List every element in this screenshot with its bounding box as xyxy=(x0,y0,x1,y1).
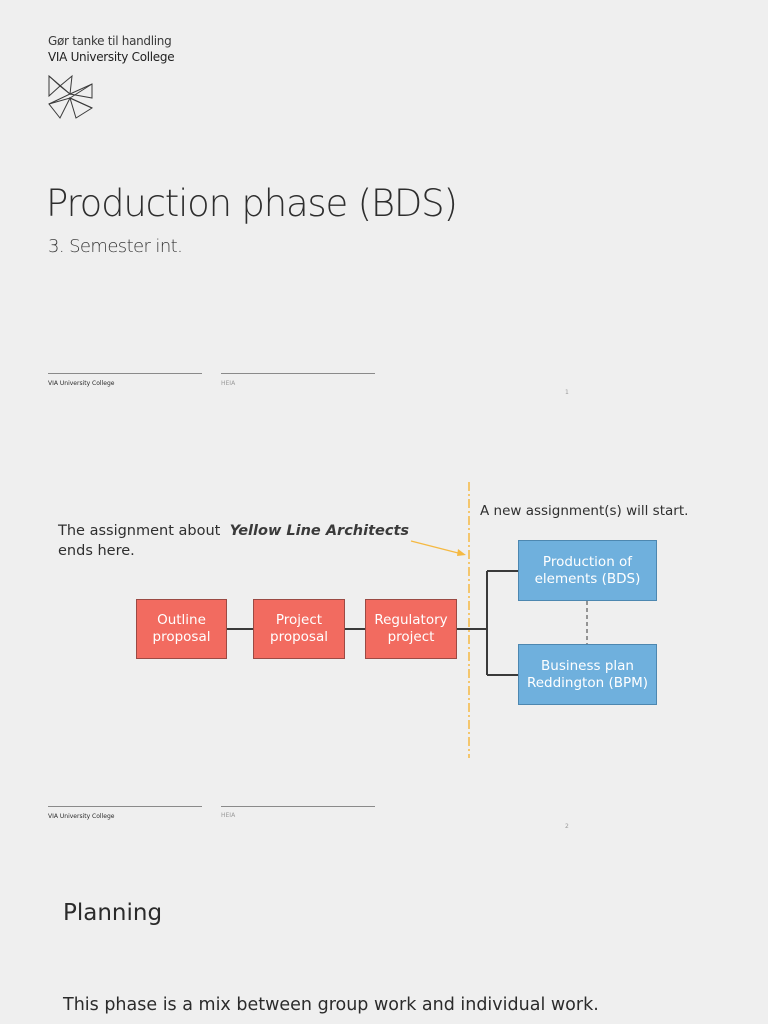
slide-subtitle: 3. Semester int. xyxy=(48,236,183,257)
page-number: 1 xyxy=(565,389,569,396)
footer-brand: VIA University College xyxy=(48,380,115,387)
page-number-2: 2 xyxy=(565,823,569,830)
brand-name: VIA University College xyxy=(48,50,175,64)
annotation-arrowhead xyxy=(457,549,466,556)
box-business-plan: Business plan Reddington (BPM) xyxy=(518,644,657,705)
annotation-arrow xyxy=(410,540,463,555)
assignment-suffix: ends here. xyxy=(58,543,135,559)
assignment-note: The assignment about Yellow Line Archite… xyxy=(58,521,409,561)
footer-dept-2: HEIA xyxy=(221,812,236,819)
footer-rule-left xyxy=(48,373,202,374)
planning-body: This phase is a mix between group work a… xyxy=(63,995,599,1015)
assignment-prefix: The assignment about xyxy=(58,523,221,539)
via-logo-icon xyxy=(48,74,94,119)
footer-brand-2: VIA University College xyxy=(48,813,115,820)
box-production-elements: Production of elements (BDS) xyxy=(518,540,657,601)
assignment-name: Yellow Line Architects xyxy=(229,523,410,539)
footer-rule-left-2 xyxy=(48,806,202,807)
footer-dept: HEIA xyxy=(221,380,236,387)
footer-rule-right xyxy=(221,373,375,374)
new-assignment-note: A new assignment(s) will start. xyxy=(480,503,689,519)
box-outline-proposal: Outline proposal xyxy=(136,599,227,659)
slide-title: Production phase (BDS) xyxy=(46,182,458,225)
box-regulatory-project: Regulatory project xyxy=(365,599,457,659)
planning-heading: Planning xyxy=(63,900,163,926)
box-project-proposal: Project proposal xyxy=(253,599,345,659)
tagline: Gør tanke til handling xyxy=(48,34,172,48)
footer-rule-right-2 xyxy=(221,806,375,807)
process-diagram xyxy=(227,482,588,758)
